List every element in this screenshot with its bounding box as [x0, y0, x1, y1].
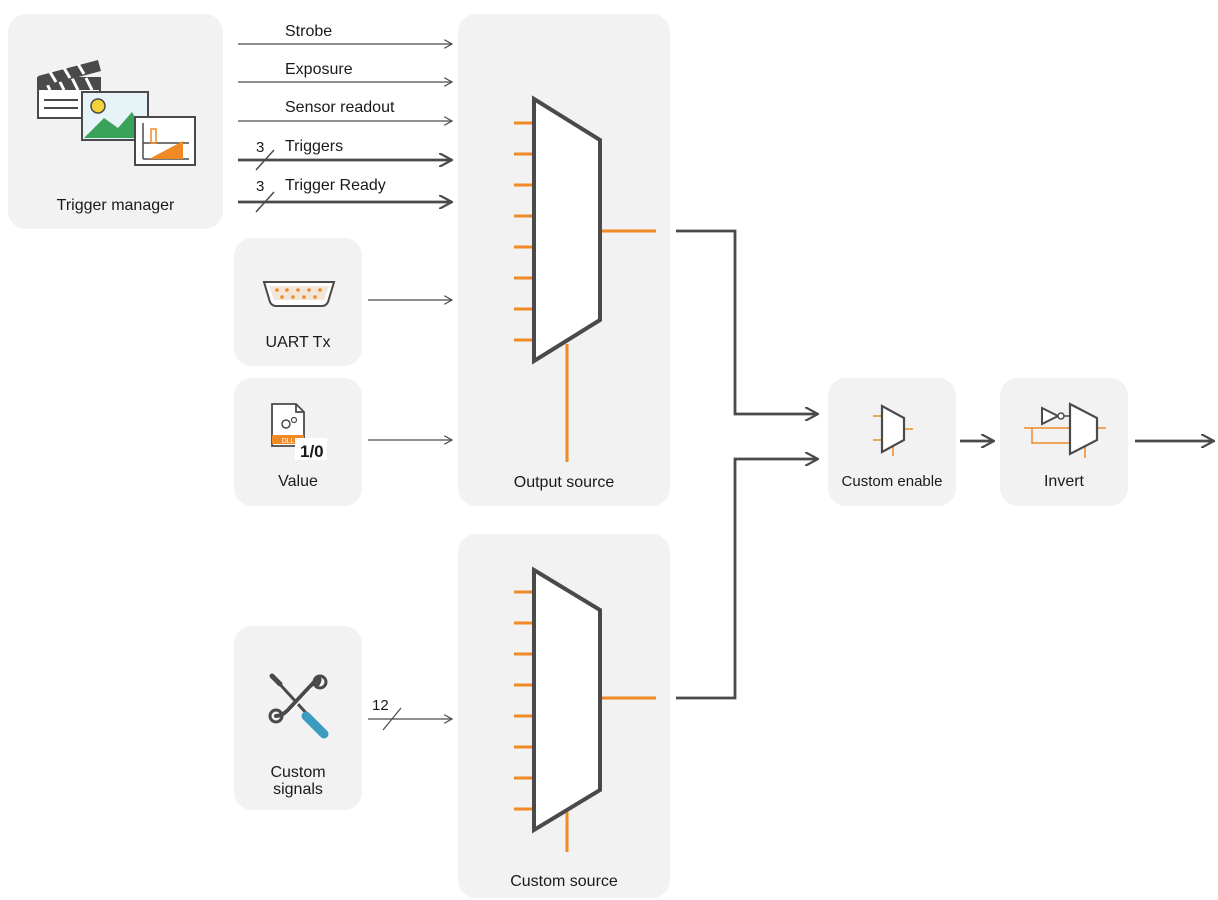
triggers-width-label: 3	[256, 139, 264, 156]
custom-source-label: Custom source	[510, 873, 618, 890]
custom-signals-label: Custom signals	[270, 764, 326, 798]
output-source-mux	[514, 95, 656, 462]
uart-tx-label: UART Tx	[265, 334, 331, 351]
sensor-readout-label: Sensor readout	[285, 99, 395, 116]
trigger-manager-label: Trigger manager	[56, 197, 175, 214]
output-source-route	[676, 229, 818, 414]
custom-source-mux	[514, 566, 656, 852]
value-label: Value	[278, 473, 318, 490]
file-settings-icon: DLL 1/0	[271, 403, 327, 461]
trigger-ready-label: Trigger Ready	[285, 177, 386, 194]
strobe-label: Strobe	[285, 23, 332, 40]
clapperboard-image-chart-icon	[37, 60, 196, 166]
serial-port-icon	[262, 281, 336, 307]
mux-icon	[873, 404, 913, 456]
custom-source-route	[676, 459, 818, 700]
trigger-ready-width-label: 3	[256, 178, 264, 195]
wrench-screwdriver-icon	[268, 673, 329, 739]
custom-signals-card	[234, 626, 362, 810]
custom-width-label: 12	[372, 697, 389, 714]
trigger-signal-lines	[238, 44, 452, 213]
custom-enable-label: Custom enable	[841, 473, 943, 490]
invert-label: Invert	[1043, 473, 1084, 490]
invert-card	[1000, 378, 1128, 506]
inverter-mux-icon	[1024, 402, 1106, 458]
triggers-label: Triggers	[285, 138, 343, 155]
value-badge: 1/0	[300, 442, 324, 461]
value-file-tag: DLL	[282, 438, 295, 445]
output-source-label: Output source	[513, 474, 615, 491]
exposure-label: Exposure	[285, 61, 353, 78]
